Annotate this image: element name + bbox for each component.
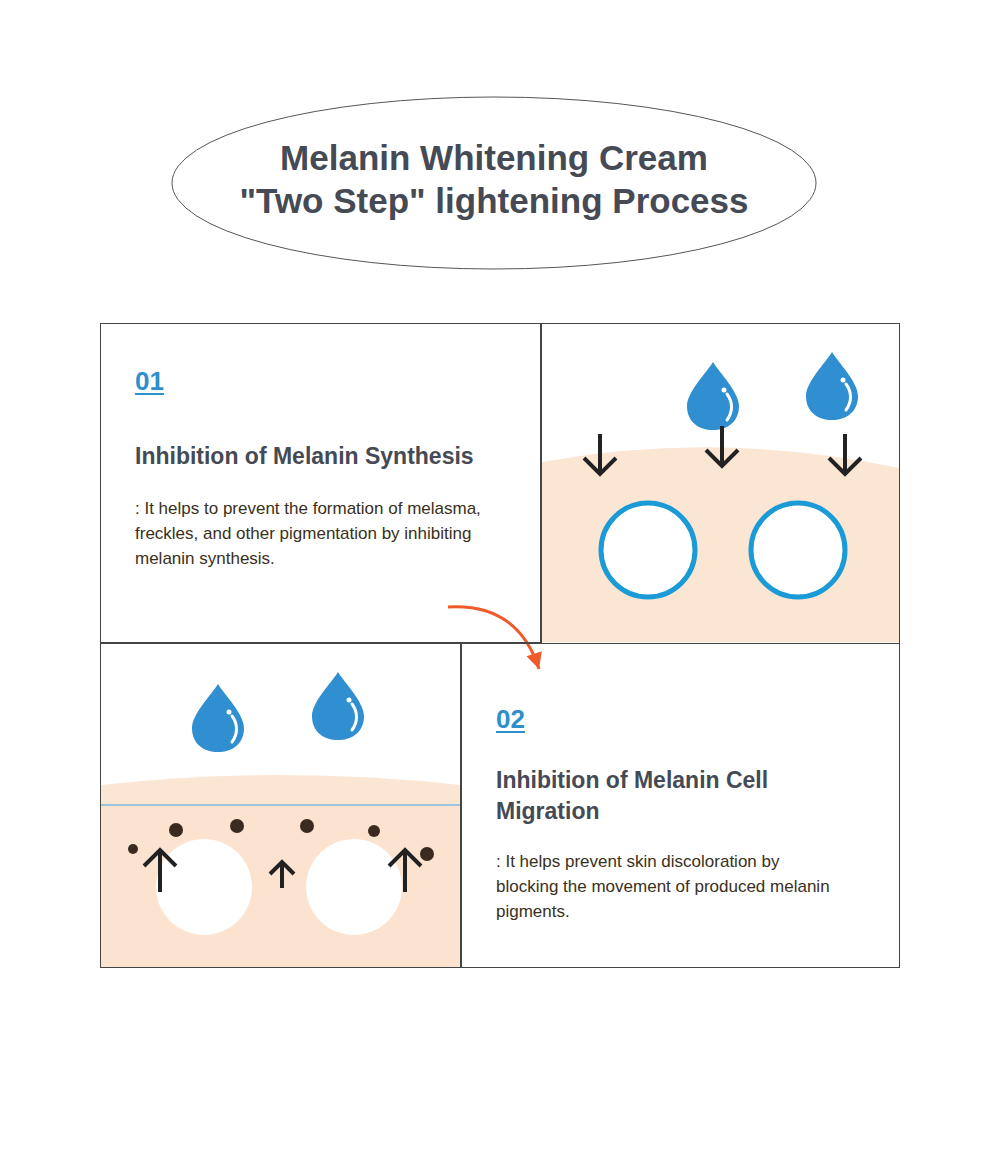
step-heading: Inhibition of Melanin Cell Migration bbox=[496, 765, 776, 827]
title-doodle bbox=[172, 97, 816, 269]
step-box: 02Inhibition of Melanin Cell Migration : … bbox=[461, 643, 900, 968]
step-number: 01 bbox=[135, 366, 164, 397]
step-box: 01Inhibition of Melanin Synthesis : It he… bbox=[100, 323, 541, 643]
step-description: : It helps to prevent the formation of m… bbox=[135, 496, 522, 571]
title: Melanin Whitening Cream "Two Step" light… bbox=[236, 136, 752, 222]
flow-arrow bbox=[448, 607, 542, 669]
synthesis-illustration bbox=[542, 324, 900, 644]
migration-illustration bbox=[101, 644, 461, 968]
step-number: 02 bbox=[496, 704, 525, 735]
step-description: : It helps prevent skin discoloration by… bbox=[496, 849, 846, 924]
step-heading: Inhibition of Melanin Synthesis bbox=[135, 441, 522, 472]
